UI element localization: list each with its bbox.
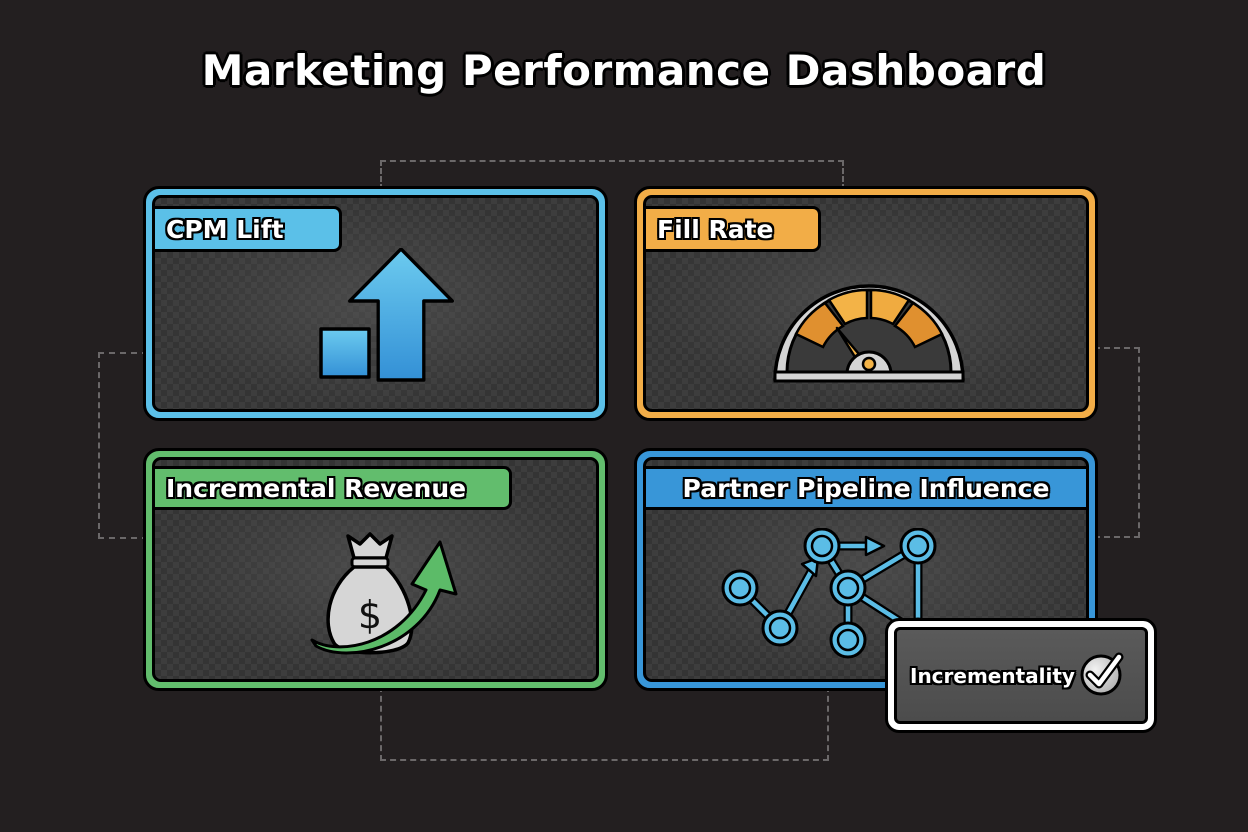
badge-label: Incrementality [910,663,1075,688]
panel-body: Fill Rate [643,195,1089,412]
gauge-icon [769,268,969,388]
panel-incremental-revenue[interactable]: Incremental Revenue $ [143,448,608,691]
bar-arrow-up-icon [313,248,458,383]
panel-title: Incremental Revenue [155,466,512,510]
network-graph-icon [718,528,958,668]
panel-cpm-lift[interactable]: CPM Lift [143,186,608,421]
connector-top [380,160,844,190]
incrementality-badge[interactable]: Incrementality [885,618,1157,733]
panel-title: Fill Rate [646,206,821,252]
connector-right [1094,347,1140,538]
page-title: Marketing Performance Dashboard [201,46,1047,95]
money-bag-growth-icon: $ [308,528,458,663]
panel-body: Incremental Revenue $ [152,457,599,682]
svg-text:$: $ [358,593,382,637]
panel-fill-rate[interactable]: Fill Rate [634,186,1098,421]
connector-left [98,352,148,539]
panel-title: CPM Lift [155,206,342,252]
panel-title: Partner Pipeline Influence [646,466,1086,510]
panel-body: CPM Lift [152,195,599,412]
connector-bottom [380,686,829,761]
checkmark-circle-icon [1079,651,1125,701]
badge-body: Incrementality [894,627,1148,724]
